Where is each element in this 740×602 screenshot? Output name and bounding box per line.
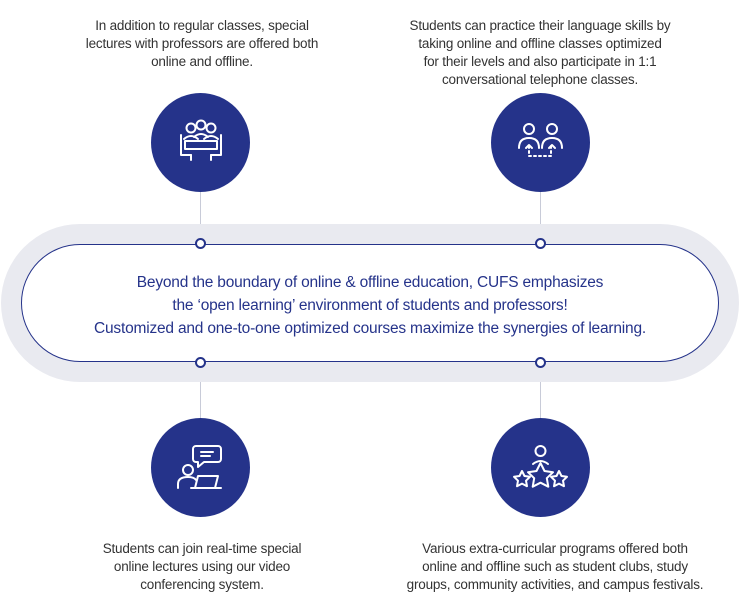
center-line-1: Beyond the boundary of online & offline … <box>136 274 604 291</box>
desc-line: Students can practice their language ski… <box>409 18 671 33</box>
desc-line: Various extra-curricular programs offere… <box>422 541 688 556</box>
dot-bottom-right <box>535 357 546 368</box>
desc-line: taking online and offline classes optimi… <box>418 36 662 51</box>
dot-top-left <box>195 238 206 249</box>
desc-line: online and offline. <box>151 54 253 69</box>
description-top-left: In addition to regular classes, special … <box>52 17 352 71</box>
center-line-2: the ‘open learning’ environment of stude… <box>172 297 568 314</box>
connector-bottom-right <box>540 362 541 418</box>
feature-circle-bottom-left <box>151 418 250 517</box>
center-line-3: Customized and one-to-one optimized cour… <box>94 320 646 337</box>
desc-line: conversational telephone classes. <box>441 72 639 87</box>
center-message: Beyond the boundary of online & offline … <box>21 271 719 340</box>
dot-bottom-left <box>195 357 206 368</box>
desc-line: In addition to regular classes, special <box>95 18 309 33</box>
description-bottom-right: Various extra-curricular programs offere… <box>370 540 740 594</box>
connector-bottom-left <box>200 362 201 418</box>
feature-circle-top-right <box>491 93 590 192</box>
feature-circle-top-left <box>151 93 250 192</box>
description-top-right: Students can practice their language ski… <box>370 17 710 89</box>
star-achievement-icon <box>513 445 568 488</box>
desc-line: Students can join real-time special <box>102 541 302 556</box>
description-bottom-left: Students can join real-time special onli… <box>52 540 352 594</box>
desc-line: lectures with professors are offered bot… <box>85 36 319 51</box>
desc-line: online and offline such as student clubs… <box>422 559 688 574</box>
center-band <box>21 244 719 362</box>
feature-circle-bottom-right <box>491 418 590 517</box>
dot-top-right <box>535 238 546 249</box>
conversation-exchange-icon <box>518 123 563 157</box>
desc-line: for their levels and also participate in… <box>423 54 657 69</box>
desc-line: online lectures using our video <box>113 559 291 574</box>
desc-line: groups, community activities, and campus… <box>406 577 704 592</box>
connector-top-right <box>540 192 541 244</box>
connector-top-left <box>200 192 201 244</box>
meeting-group-icon <box>180 119 222 161</box>
desc-line: conferencing system. <box>140 577 264 592</box>
video-conference-icon <box>177 445 222 489</box>
